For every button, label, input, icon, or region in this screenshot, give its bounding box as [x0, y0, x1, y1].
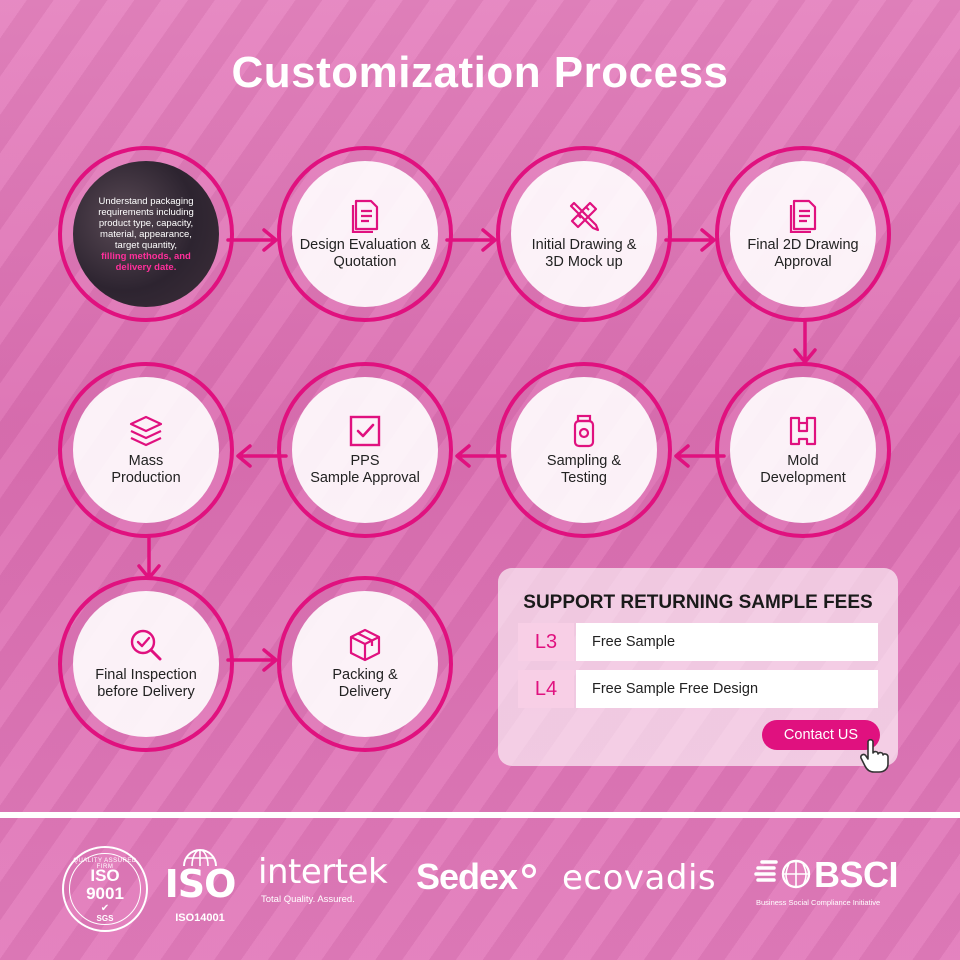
- mold-icon: [789, 416, 817, 446]
- step-pps-approval: PPS Sample Approval: [277, 362, 453, 538]
- step-disc: PPS Sample Approval: [292, 377, 438, 523]
- intertek-wordmark: intertek: [258, 852, 388, 892]
- iso9001-logo: QUALITY ASSURED FIRM ISO 9001 ✔ SGS: [62, 846, 148, 932]
- sample-row-l3: L3 Free Sample: [518, 623, 878, 661]
- step-label: Packing & Delivery: [332, 667, 398, 700]
- step-disc: Design Evaluation & Quotation: [292, 161, 438, 307]
- arrow-right-icon: [226, 648, 278, 672]
- step-highlight: filling methods, and delivery date.: [101, 250, 191, 273]
- bsci-tagline: Business Social Compliance Initiative: [756, 898, 881, 907]
- step-final-inspection: Final Inspection before Delivery: [58, 576, 234, 752]
- step-label: Sampling & Testing: [546, 453, 622, 486]
- step-mold-development: Mold Development: [715, 362, 891, 538]
- jar-icon: [573, 414, 595, 448]
- step-design-evaluation: Design Evaluation & Quotation: [277, 146, 453, 322]
- footer-divider: [0, 812, 960, 818]
- sample-fees-panel: SUPPORT RETURNING SAMPLE FEES L3 Free Sa…: [498, 568, 898, 773]
- iso9001-text: ISO: [90, 866, 120, 885]
- iso14001-text: ISO: [164, 862, 237, 906]
- box-icon: [349, 628, 381, 662]
- step-sampling-testing: Sampling & Testing: [496, 362, 672, 538]
- step-packing-delivery: Packing & Delivery: [277, 576, 453, 752]
- arrow-down-icon: [793, 320, 817, 364]
- step-label: Mold Development: [760, 453, 846, 486]
- pencil-ruler-icon: [569, 201, 600, 232]
- step-text: Understand packaging requirements includ…: [98, 195, 194, 251]
- document-icon: [351, 199, 379, 233]
- globe-icon: [183, 849, 217, 867]
- check-icon: ✔: [100, 903, 110, 914]
- contact-us-button[interactable]: Contact US: [762, 720, 880, 750]
- step-final-drawing: Final 2D Drawing Approval: [715, 146, 891, 322]
- step-requirements: Understand packaging requirements includ…: [58, 146, 234, 322]
- intertek-tagline: Total Quality. Assured.: [261, 894, 355, 905]
- step-disc: Final Inspection before Delivery: [73, 591, 219, 737]
- sedex-dot-icon: [522, 864, 536, 878]
- step-label: Final Inspection before Delivery: [95, 667, 197, 700]
- bsci-logo: BSCI Business Social Compliance Initiati…: [754, 854, 914, 914]
- intertek-logo: intertek Total Quality. Assured.: [258, 852, 398, 912]
- panel-title: SUPPORT RETURNING SAMPLE FEES: [523, 592, 873, 613]
- step-disc: Mass Production: [73, 377, 219, 523]
- checkbox-icon: [349, 415, 381, 447]
- step-disc: Sampling & Testing: [511, 377, 657, 523]
- hands-globe-icon: [754, 859, 811, 889]
- layers-icon: [129, 415, 163, 447]
- step-label: Final 2D Drawing Approval: [747, 237, 859, 270]
- bsci-wordmark: BSCI: [814, 854, 899, 895]
- step-disc: Packing & Delivery: [292, 591, 438, 737]
- step-label: Mass Production: [111, 453, 181, 486]
- step-label: Initial Drawing & 3D Mock up: [531, 237, 637, 270]
- step-disc: Mold Development: [730, 377, 876, 523]
- step-disc: Final 2D Drawing Approval: [730, 161, 876, 307]
- iso9001-number: 9001: [86, 884, 124, 903]
- ecovadis-logo: ecovadis: [562, 858, 742, 908]
- arrow-right-icon: [445, 228, 497, 252]
- page-title: Customization Process: [231, 48, 729, 97]
- level-text: Free Sample: [576, 623, 878, 661]
- iso9001-seal-text: QUALITY ASSURED FIRM: [73, 858, 137, 870]
- sgs-text: SGS: [96, 914, 114, 923]
- level-badge: L4: [518, 670, 574, 708]
- iso14001-number: ISO14001: [175, 912, 225, 924]
- step-label: Design Evaluation & Quotation: [299, 237, 431, 270]
- iso14001-logo: ISO ISO14001: [160, 848, 240, 930]
- step-disc: Initial Drawing & 3D Mock up: [511, 161, 657, 307]
- step-initial-drawing: Initial Drawing & 3D Mock up: [496, 146, 672, 322]
- step-photo: Understand packaging requirements includ…: [73, 161, 219, 307]
- magnifier-check-icon: [130, 629, 162, 661]
- certifications-footer: QUALITY ASSURED FIRM ISO 9001 ✔ SGS ISO …: [0, 818, 960, 960]
- arrow-right-icon: [664, 228, 716, 252]
- sedex-wordmark: Sedex: [416, 856, 518, 897]
- level-text: Free Sample Free Design: [576, 670, 878, 708]
- document-icon: [789, 199, 817, 233]
- sample-row-l4: L4 Free Sample Free Design: [518, 670, 878, 708]
- pointer-hand-icon: [860, 738, 889, 773]
- ecovadis-wordmark: ecovadis: [562, 858, 717, 898]
- sedex-logo: Sedex: [416, 856, 546, 906]
- level-badge: L3: [518, 623, 574, 661]
- step-label: PPS Sample Approval: [310, 453, 420, 486]
- arrow-right-icon: [226, 228, 278, 252]
- step-mass-production: Mass Production: [58, 362, 234, 538]
